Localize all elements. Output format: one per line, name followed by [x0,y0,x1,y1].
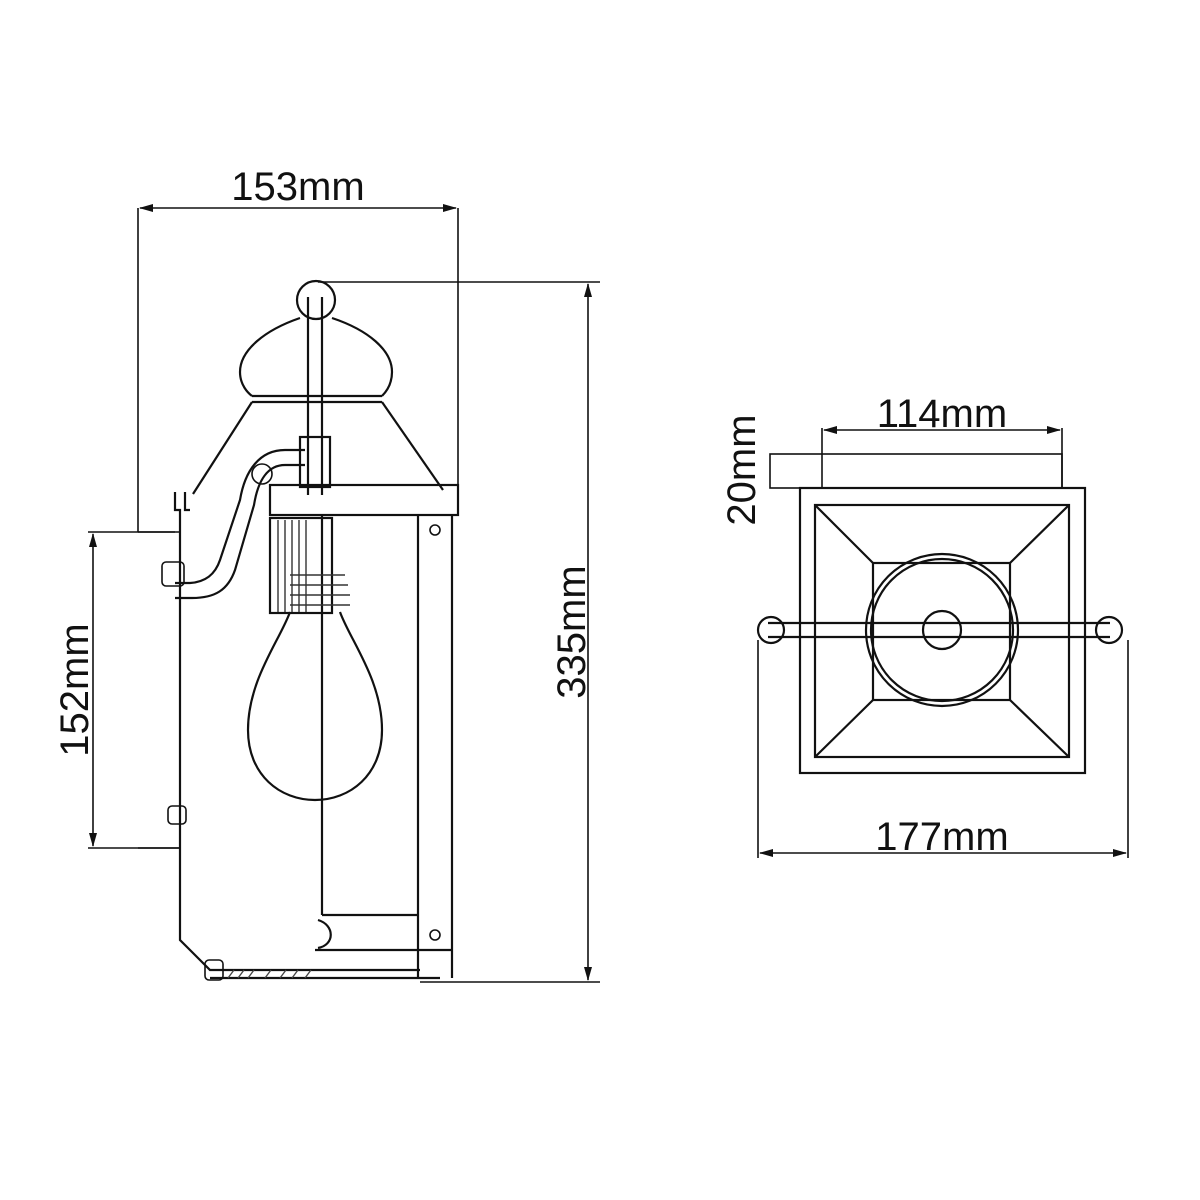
top-width-dimension: 114mm [821,392,1063,488]
depth-label: 20mm [720,414,764,525]
lantern-side-outline [138,279,460,981]
overall-width-label: 177mm [875,815,1008,859]
height-label: 335mm [550,565,594,698]
side-view: 153mm 335mm 152mm [53,165,600,983]
overall-width-dimension: 177mm [757,640,1129,859]
top-width-label: 114mm [877,392,1007,436]
top-view: 114mm 20mm 177mm [720,392,1129,859]
backplate-label: 152mm [53,623,97,756]
width-label: 153mm [231,165,364,209]
height-dimension: 335mm [318,281,600,983]
backplate-dimension: 152mm [53,531,180,849]
width-dimension: 153mm [137,165,459,532]
